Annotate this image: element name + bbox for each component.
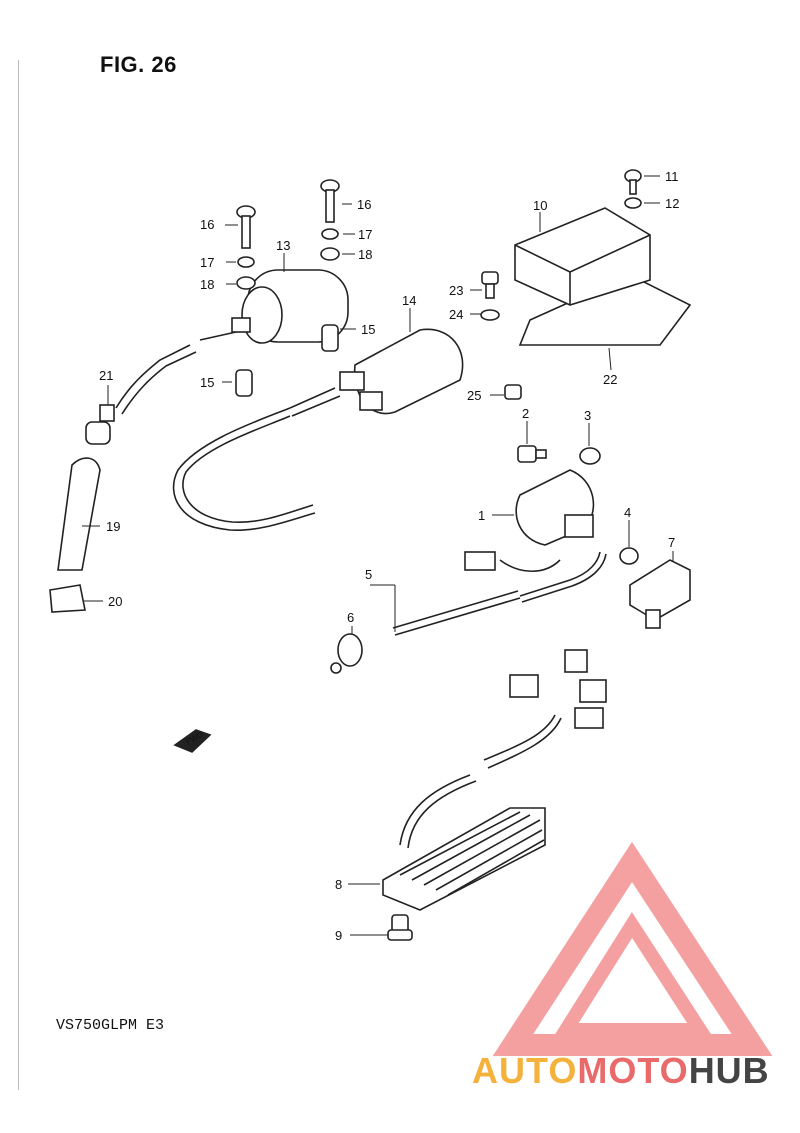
nut-3 [579,447,601,465]
callout-17-left: 17 [200,255,214,270]
bolt-16-left [236,205,256,249]
plug-cap-19 [57,457,101,571]
callout-18-left: 18 [200,277,214,292]
callout-10: 10 [533,198,547,213]
bolt-23 [481,271,499,299]
callout-5: 5 [365,567,372,582]
callout-8: 8 [335,877,342,892]
connector-c [579,679,607,703]
bolt-16-right [320,179,340,223]
wires [115,274,692,849]
washer-24 [480,309,500,321]
brand-moto: MOTO [577,1050,689,1091]
callout-16-left: 16 [200,217,214,232]
callout-14: 14 [402,293,416,308]
connector-a [509,674,539,698]
ignitor-unit-10 [514,207,651,306]
watermark-logo [492,841,773,1056]
plug-cap-21 [85,404,115,445]
page-margin-rule [18,60,19,1090]
washer-17-left [237,256,255,268]
callout-6: 6 [347,610,354,625]
plug-cap-seal-20 [49,584,86,613]
nut-4 [619,547,639,565]
spacer-15-lower [235,369,253,397]
washer-18-left [236,276,256,290]
callout-23: 23 [449,283,463,298]
callout-1: 1 [478,508,485,523]
callout-24: 24 [449,307,463,322]
callout-3: 3 [584,408,591,423]
connector-d [574,707,604,729]
callout-7: 7 [668,535,675,550]
connector-relay [464,551,496,571]
washer-12 [624,197,642,209]
spacer-15-upper [321,324,339,352]
brand-hub: HUB [688,1050,770,1091]
callout-11: 11 [665,169,679,184]
callout-17-right: 17 [358,227,372,242]
callout-25: 25 [467,388,481,403]
figure-title: FIG. 26 [100,52,177,77]
ignition-coil-14 [339,328,464,415]
terminal-cap-6 [330,633,363,674]
callout-16-right: 16 [357,197,371,212]
callout-2: 2 [522,406,529,421]
starter-relay-1 [515,469,595,546]
callout-9: 9 [335,928,342,943]
ignition-coil-13 [231,269,349,344]
leader-lines [82,175,674,936]
callout-15-lower: 15 [200,375,214,390]
callout-labels: 16 16 17 18 17 18 13 14 15 15 10 11 12 2… [99,169,679,943]
connector-b [564,649,588,673]
fwd-arrow-icon [173,729,212,753]
callout-12: 12 [665,196,679,211]
bolt-2 [517,445,547,463]
brand-auto: AUTO [472,1050,578,1091]
callout-18-right: 18 [358,247,372,262]
callout-21: 21 [99,368,113,383]
bolt-9 [387,914,413,941]
washer-18-right [320,247,340,261]
callout-4: 4 [624,505,631,520]
callout-20: 20 [108,594,122,609]
callout-15-upper: 15 [361,322,375,337]
callout-22: 22 [603,372,617,387]
callout-13: 13 [276,238,290,253]
terminal-cover-7 [629,559,691,629]
model-code: VS750GLPM E3 [56,1017,165,1034]
washer-17-right [321,228,339,240]
regulator-rectifier-8 [382,807,546,911]
callout-19: 19 [106,519,120,534]
watermark-brand: AUTOMOTOHUB [472,1050,770,1092]
nut-25 [504,384,522,400]
